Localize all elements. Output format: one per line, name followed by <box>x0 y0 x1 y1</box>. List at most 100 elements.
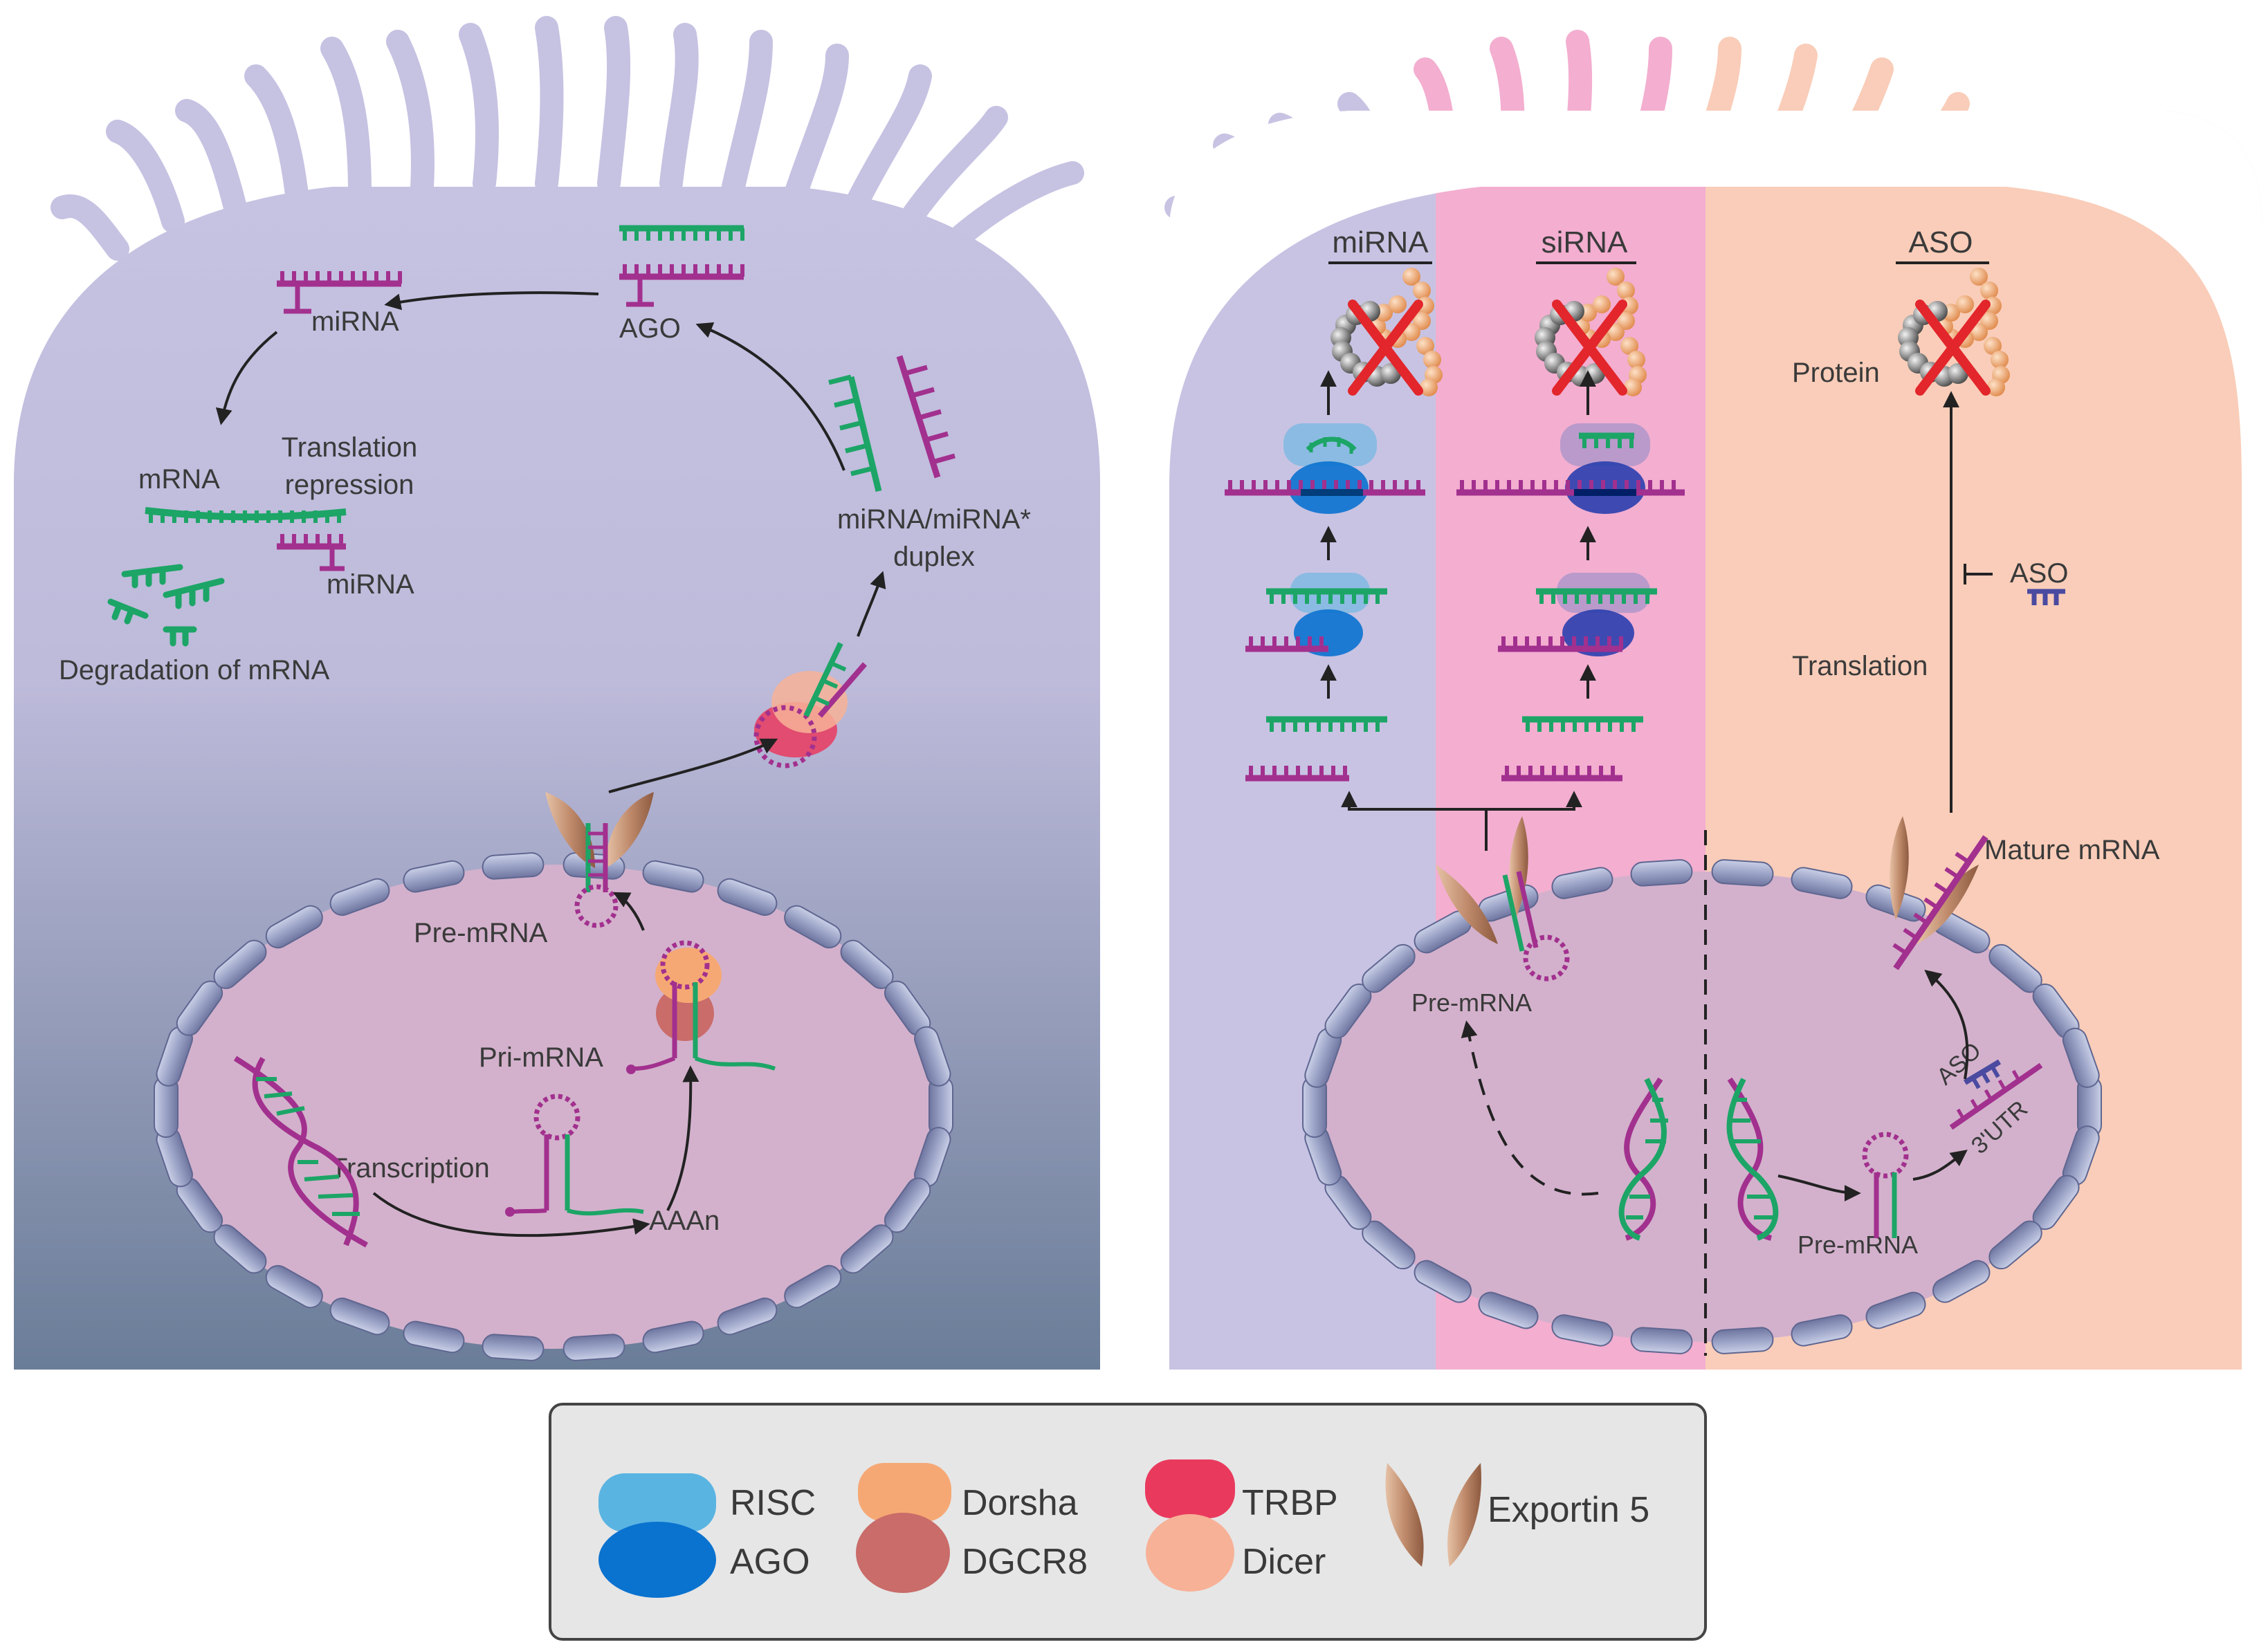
label-mrna: mRNA <box>138 464 220 495</box>
protein-mirna <box>1330 268 1443 396</box>
envelope-segment <box>642 1320 704 1354</box>
legend-box <box>549 1403 1707 1641</box>
protein-bead <box>1970 268 1988 286</box>
sirna-risc-stack <box>1456 423 1685 782</box>
ago-loaded-strands <box>619 225 744 307</box>
legend-label-dorsha: Dorsha <box>962 1483 1078 1523</box>
label-duplex-line1: miRNA/miRNA* <box>837 504 1031 535</box>
label-translation-repression: Translation repression <box>282 432 417 500</box>
protein-bead <box>1991 351 2009 369</box>
envelope-segment <box>1932 1260 1991 1303</box>
envelope-segment <box>213 939 267 989</box>
dicer-processing-complex <box>753 642 868 768</box>
protein-bead <box>1617 282 1635 300</box>
header-mirna: miRNA <box>1332 225 1429 259</box>
envelope-segment <box>784 1264 842 1309</box>
envelope-segment <box>265 905 323 949</box>
protein-bead <box>1987 378 2005 396</box>
envelope-segment <box>1630 1327 1693 1354</box>
legend-label-ago: AGO <box>730 1542 810 1582</box>
protein-bead <box>1402 323 1420 341</box>
exportin-half <box>1890 816 1909 920</box>
envelope-segment <box>1791 1314 1853 1347</box>
left-microvilli <box>51 16 1084 261</box>
legend-swatch-dicer <box>1146 1514 1234 1592</box>
right-arrows <box>1320 370 1993 1201</box>
exportin-half <box>605 792 654 868</box>
target-mrna <box>145 507 347 523</box>
dorsha-blob <box>655 948 722 1003</box>
protein-bead <box>1627 351 1645 369</box>
label-duplex-line2: duplex <box>893 542 975 572</box>
label-duplex: miRNA/miRNA* duplex <box>837 504 1031 572</box>
pri-mrna-complex <box>626 940 776 1074</box>
protein-bead <box>1984 337 2002 355</box>
left-nuclear-envelope <box>154 852 953 1361</box>
left-arrows <box>216 291 886 1237</box>
aso-inhibitor-glyph <box>2027 589 2065 605</box>
passenger-strand <box>1498 636 1623 652</box>
legend-label-risc: RISC <box>730 1483 816 1523</box>
legend-swatch-dorsha <box>858 1463 951 1522</box>
envelope-segment <box>642 860 704 893</box>
green-strand <box>149 510 341 523</box>
protein-bead <box>1980 282 1998 300</box>
mature-mrna-strand <box>1892 835 1988 970</box>
protein-bead <box>1413 282 1431 300</box>
envelope-segment <box>914 1026 951 1087</box>
envelope-segment <box>1865 1291 1926 1329</box>
inhibition-x-mark <box>1348 300 1423 396</box>
legend-swatch-risc <box>598 1473 716 1532</box>
label-pre-mrna-right: Pre-mRNA <box>1798 1231 1918 1259</box>
label-mirna-top: miRNA <box>311 306 399 337</box>
envelope-segment <box>403 860 465 893</box>
protein-bead <box>1620 337 1638 355</box>
legend: RISC AGO Dorsha DGCR8 TRBP Dicer Exporti… <box>549 1403 1707 1641</box>
label-translation-repression-line2: repression <box>285 470 414 500</box>
hairpin-loop <box>753 705 817 768</box>
exportin-half <box>1917 865 1979 944</box>
envelope-segment <box>717 878 778 916</box>
envelope-segment <box>1551 867 1613 899</box>
purple-strand <box>1245 766 1349 782</box>
label-degradation: Degradation of mRNA <box>59 655 330 685</box>
exportin-half <box>545 792 595 868</box>
protein-bead <box>1402 268 1420 286</box>
protein-bead <box>1416 337 1434 355</box>
header-sirna: siRNA <box>1542 225 1628 259</box>
dicer-blob <box>771 671 848 733</box>
legend-label-dicer: Dicer <box>1242 1542 1326 1582</box>
envelope-segment <box>265 1264 323 1309</box>
exportin-half <box>1436 865 1498 944</box>
exportin-left <box>545 792 654 868</box>
label-transcription: Transcription <box>331 1153 490 1183</box>
mirna-risc-stack <box>1225 423 1425 782</box>
risc-blob <box>1560 423 1650 466</box>
protein-bead <box>1624 378 1642 396</box>
envelope-segment <box>1362 943 1416 993</box>
pre-mrna-hairpin-right <box>1862 1132 1909 1238</box>
label-pre-mrna-left: Pre-mRNA <box>414 918 548 948</box>
legend-swatch-trbp <box>1145 1459 1235 1518</box>
legend-swatch-exportin-left <box>1385 1463 1424 1567</box>
protein-bead <box>1593 295 1611 313</box>
right-nuclear-envelope <box>1302 859 2102 1354</box>
legend-swatch-ago <box>598 1522 716 1598</box>
label-translation-repression-line1: Translation <box>282 432 417 463</box>
protein-bead <box>1423 351 1441 369</box>
legend-label-exportin: Exportin 5 <box>1488 1490 1649 1530</box>
label-pre-mrna-mid: Pre-mRNA <box>1411 988 1532 1017</box>
envelope-segment <box>329 878 390 916</box>
label-aaan: AAAn <box>649 1206 720 1236</box>
legend-label-trbp: TRBP <box>1242 1483 1338 1523</box>
envelope-segment <box>1478 1291 1539 1329</box>
legend-swatch-dgcr8 <box>856 1513 950 1593</box>
pre-mrna-hairpin-mid <box>1502 871 1570 982</box>
protein-bead <box>1970 323 1988 341</box>
passenger-strand <box>1245 636 1328 652</box>
legend-swatch-exportin-right <box>1447 1463 1481 1567</box>
envelope-segment <box>482 1334 545 1361</box>
envelope-segment <box>329 1297 390 1336</box>
